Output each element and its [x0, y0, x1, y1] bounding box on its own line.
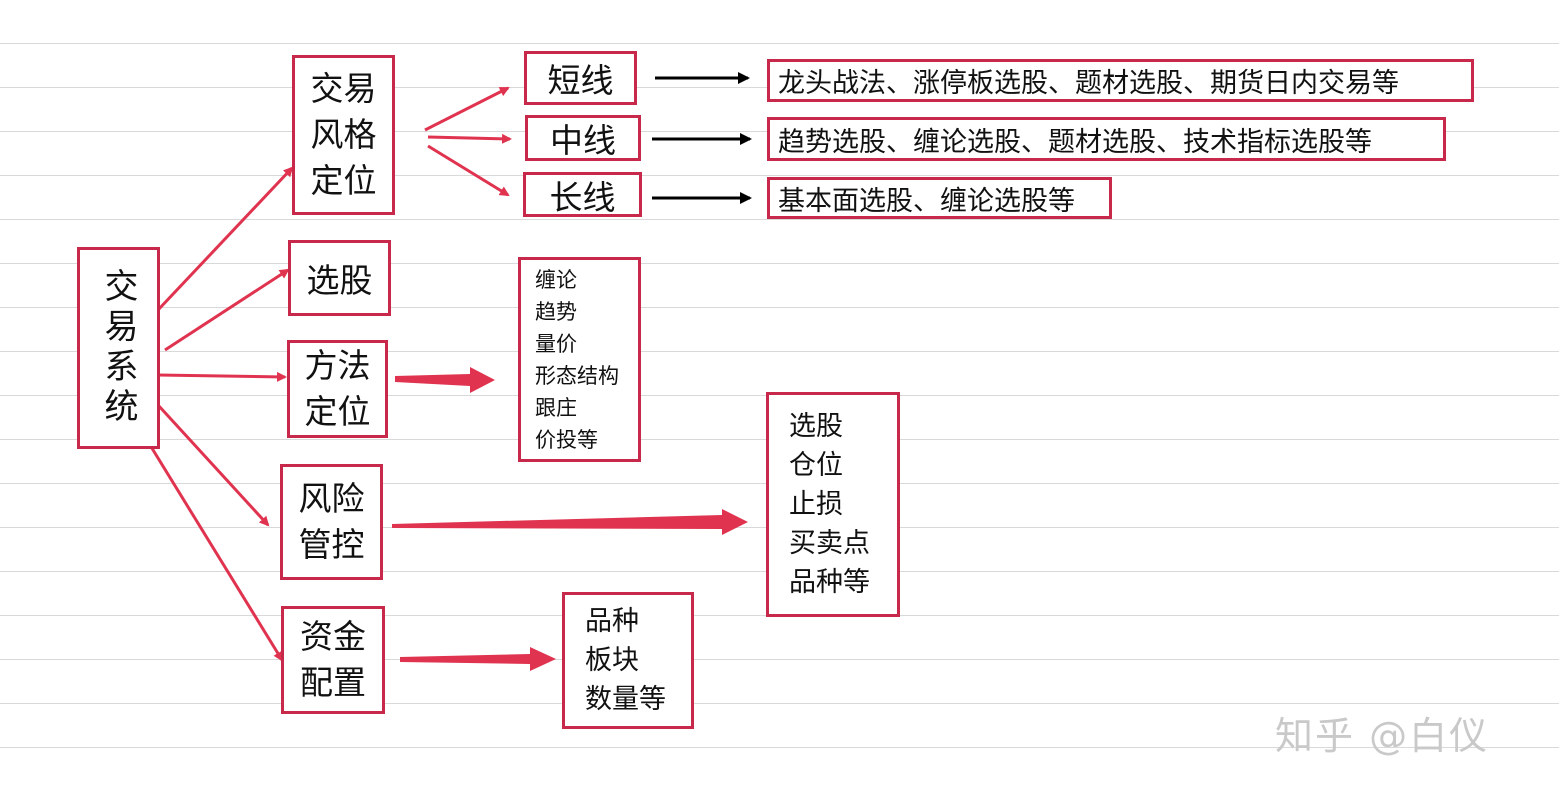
- root-label: 交易系统: [98, 268, 138, 428]
- capital-line-2: 配置: [300, 663, 366, 702]
- risk-list: 选股 仓位 止损 买卖点 品种等: [766, 392, 900, 617]
- long-term-label: 长线: [549, 177, 616, 217]
- risk-line-1: 风险: [298, 479, 365, 518]
- mid-term-desc-text: 趋势选股、缠论选股、题材选股、技术指标选股等: [778, 126, 1372, 158]
- risk-item: 买卖点: [789, 528, 870, 559]
- method-item: 形态结构: [535, 363, 619, 388]
- risk-line-2: 管控: [298, 525, 365, 564]
- arrow-root-to-capital: [148, 444, 284, 662]
- method-node: 方法 定位: [287, 340, 388, 438]
- risk-item: 品种等: [789, 567, 870, 598]
- arrow-method-to-list: [395, 367, 495, 393]
- method-line-1: 方法: [304, 346, 371, 385]
- arrow-root-to-method: [157, 371, 287, 382]
- capital-line-1: 资金: [300, 617, 366, 656]
- risk-node: 风险 管控: [280, 464, 383, 580]
- method-line-2: 定位: [304, 392, 371, 431]
- method-item: 价投等: [535, 427, 598, 452]
- method-item: 趋势: [535, 299, 577, 324]
- style-line-1: 交易: [310, 69, 377, 108]
- method-list: 缠论 趋势 量价 形态结构 跟庄 价投等: [518, 257, 641, 462]
- capital-node: 资金 配置: [281, 606, 385, 714]
- mid-term-desc: 趋势选股、缠论选股、题材选股、技术指标选股等: [767, 117, 1446, 161]
- method-item: 缠论: [535, 267, 577, 292]
- mid-term-node: 中线: [525, 115, 641, 161]
- short-term-label: 短线: [547, 61, 614, 100]
- arrow-style-to-short: [424, 86, 510, 132]
- arrow-style-to-mid: [427, 133, 512, 144]
- watermark: 知乎 @白仪: [1275, 714, 1490, 758]
- style-line-2: 风格: [310, 115, 377, 154]
- arrow-style-to-long: [427, 144, 510, 197]
- short-term-desc: 龙头战法、涨停板选股、题材选股、期货日内交易等: [767, 59, 1474, 102]
- stock-pick-label: 选股: [306, 261, 373, 300]
- method-item: 跟庄: [535, 395, 577, 420]
- arrow-risk-to-list: [392, 509, 748, 535]
- arrow-capital-to-list: [400, 647, 556, 671]
- arrow-root-to-style: [156, 166, 294, 312]
- capital-item: 数量等: [585, 684, 666, 715]
- short-term-node: 短线: [524, 51, 637, 105]
- capital-list: 品种 板块 数量等: [562, 592, 694, 729]
- arrow-root-to-risk: [156, 403, 270, 527]
- mid-term-label: 中线: [550, 121, 616, 160]
- long-term-node: 长线: [523, 172, 642, 217]
- risk-item: 止损: [789, 489, 843, 520]
- style-line-3: 定位: [310, 161, 377, 200]
- risk-item: 仓位: [789, 450, 843, 481]
- long-term-desc: 基本面选股、缠论选股等: [767, 177, 1112, 219]
- method-item: 量价: [535, 331, 577, 356]
- short-term-desc-text: 龙头战法、涨停板选股、题材选股、期货日内交易等: [778, 68, 1399, 99]
- capital-item: 板块: [585, 645, 639, 676]
- long-term-desc-text: 基本面选股、缠论选股等: [778, 185, 1075, 217]
- arrow-root-to-stock-pick: [164, 268, 290, 352]
- capital-item: 品种: [585, 606, 639, 637]
- risk-item: 选股: [789, 411, 843, 442]
- stock-pick-node: 选股: [288, 240, 391, 316]
- root-node: 交易系统: [77, 247, 160, 449]
- style-node: 交易 风格 定位: [292, 55, 395, 215]
